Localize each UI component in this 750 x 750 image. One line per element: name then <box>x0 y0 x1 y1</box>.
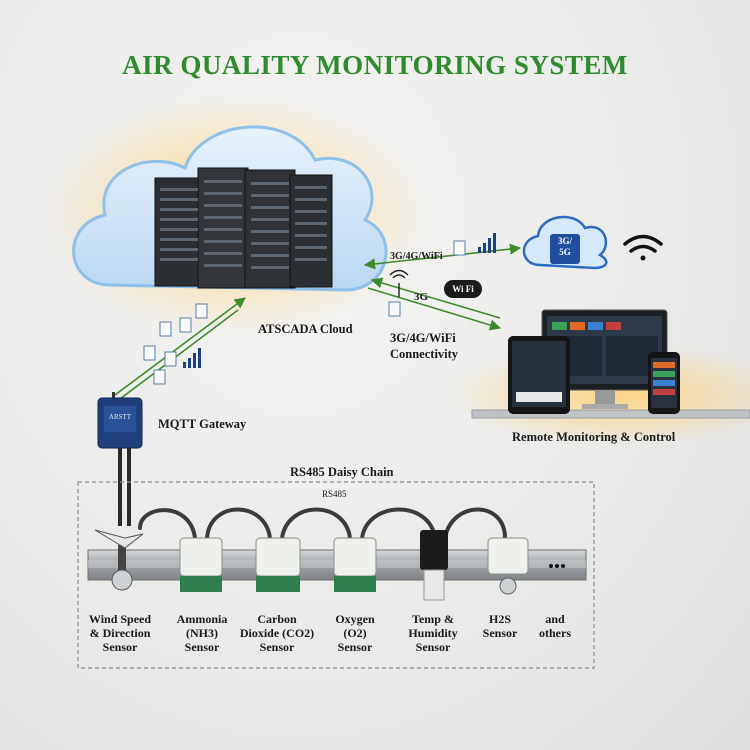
wifi-badge-label: Wi Fi <box>452 284 474 294</box>
connectivity-label: 3G/4G/WiFi Connectivity <box>390 330 458 362</box>
wind-sensor-icon <box>94 529 144 591</box>
signal-bars-icon <box>183 233 496 368</box>
antenna-icon <box>389 269 409 297</box>
sensor-label-co2: Carbon Dioxide (CO2) Sensor <box>239 612 315 654</box>
sensor-label-temp-humidity: Temp & Humidity Sensor <box>408 612 458 654</box>
h2s-sensor-icon <box>487 537 529 595</box>
gateway-label: MQTT Gateway <box>158 417 247 431</box>
remote-label: Remote Monitoring & Control <box>512 430 676 444</box>
sensor-label-wind: Wind Speed & Direction Sensor <box>88 612 152 654</box>
tablet-icon <box>508 336 570 414</box>
shelf <box>471 409 750 419</box>
sensor-label-oxygen: Oxygen (O2) Sensor <box>335 612 375 654</box>
gateway-brand: ARSTT <box>108 413 132 421</box>
temp-humidity-sensor-icon <box>420 530 448 601</box>
sensor-label-others: and others <box>539 612 571 640</box>
server-rack-icon <box>154 167 333 289</box>
cloud-chip-label: 3G/ 5G <box>557 236 572 257</box>
cloud-network-icon <box>522 215 608 270</box>
connectivity-label-line1: 3G/4G/WiFi <box>390 331 456 345</box>
uplink-arrow <box>114 297 246 396</box>
smartphone-icon <box>648 352 680 414</box>
rs485-chain-label: RS485 Daisy Chain <box>290 465 394 479</box>
oxygen-sensor-icon <box>333 537 377 592</box>
wifi-icon <box>623 234 663 261</box>
co2-sensor-icon <box>255 537 301 592</box>
wifi-badge-icon <box>444 280 482 298</box>
cloud-remote-arrow <box>367 287 502 331</box>
mqtt-gateway-device <box>97 392 143 526</box>
page-title: AIR QUALITY MONITORING SYSTEM <box>122 50 628 80</box>
ellipsis-icon <box>549 564 565 568</box>
ammonia-sensor-icon <box>179 537 223 592</box>
rs485-chain-frame <box>77 481 595 669</box>
sensor-label-ammonia: Ammonia (NH3) Sensor <box>176 612 228 654</box>
cloud-label: ATSCADA Cloud <box>258 322 353 336</box>
link-label-3g: 3G <box>414 291 429 303</box>
link-label-top: 3G/4G/WiFi <box>390 251 443 262</box>
sensor-label-h2s: H2S Sensor <box>482 612 518 640</box>
connectivity-label-line2: Connectivity <box>390 347 459 361</box>
rs485-cable-label: RS485 <box>322 489 347 499</box>
rs485-cables <box>138 507 507 540</box>
data-packet-icon <box>143 240 466 385</box>
remote-cloud-arrow <box>370 277 501 319</box>
